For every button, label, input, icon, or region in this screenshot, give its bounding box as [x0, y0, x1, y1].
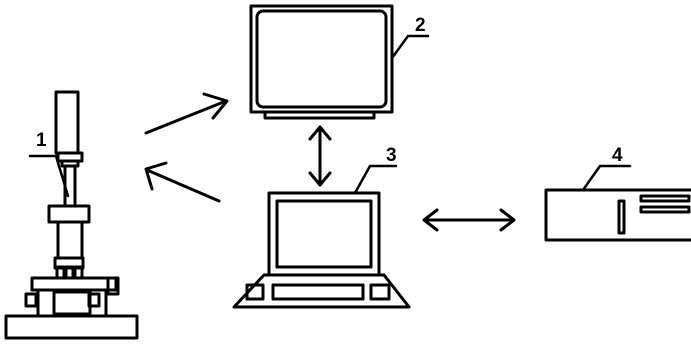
controller-slot [617, 199, 626, 235]
focus-knob-left [24, 292, 38, 308]
arrow-computer-controller [422, 208, 516, 232]
label-2: 2 [415, 15, 426, 36]
tube-collar [47, 204, 91, 224]
controller-box [544, 188, 691, 242]
microscope-stand-inner [52, 290, 92, 316]
monitor-stand [263, 110, 376, 120]
computer [232, 164, 411, 309]
microscope-base [4, 314, 139, 340]
label-3-leader [353, 164, 398, 195]
lower-tube [56, 220, 84, 260]
label-2-leader [390, 34, 430, 60]
monitor-outer [249, 4, 394, 114]
label-4: 4 [612, 145, 623, 166]
label-3: 3 [386, 145, 397, 166]
laptop-screen [275, 199, 373, 269]
controller-bar-top [639, 194, 691, 203]
laptop-lid [267, 191, 381, 277]
laptop-key-right [369, 283, 391, 301]
tube-coupling-lower [60, 159, 80, 168]
microscope [4, 90, 139, 340]
microscope-stage [30, 276, 118, 292]
focus-knob-right [87, 292, 101, 308]
label-4-leader [581, 164, 632, 192]
controller-bar-bottom [639, 205, 691, 214]
thin-tube [63, 164, 77, 208]
controller [544, 164, 691, 242]
laptop-keyboard [271, 283, 365, 301]
monitor [249, 4, 430, 120]
monitor-screen [255, 9, 388, 109]
arrow-microscope-to-monitor [144, 92, 229, 135]
arrow-computer-to-microscope [144, 161, 221, 203]
objective-2 [64, 265, 75, 280]
label-1-leader [28, 154, 70, 198]
stage-clip [106, 276, 120, 296]
objective-1 [55, 265, 66, 280]
label-1: 1 [36, 130, 47, 151]
laptop-key-left [245, 283, 265, 301]
objective-3 [73, 265, 84, 280]
camera-body [54, 90, 80, 155]
arrow-monitor-computer [308, 125, 332, 187]
laptop-base [232, 273, 411, 309]
